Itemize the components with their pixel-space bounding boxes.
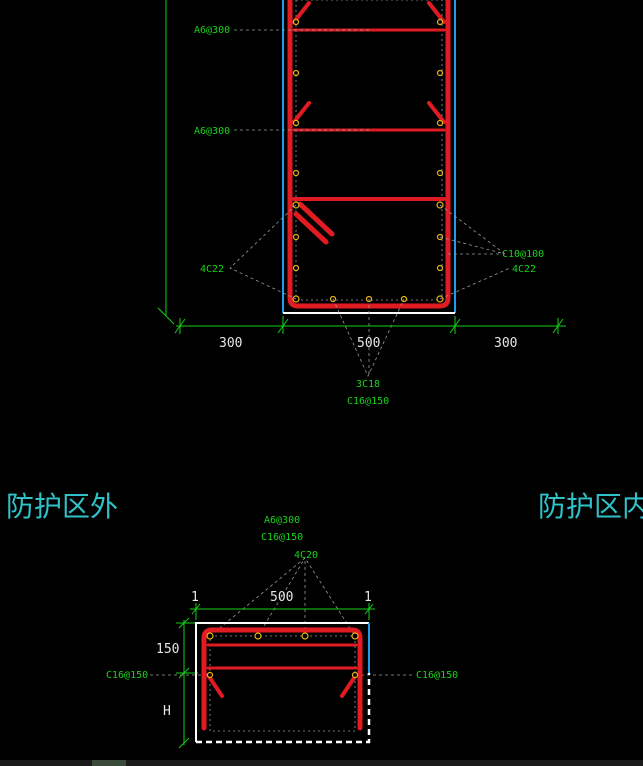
column-main-stirrup — [287, 0, 451, 309]
beam-top-stirrup — [201, 627, 363, 731]
hook — [206, 673, 224, 698]
rebar-dot — [436, 264, 444, 272]
dimension-tick — [364, 603, 374, 615]
dim-left-bottom: H — [163, 704, 171, 719]
lower-beam-section: A6@300 C16@150 4C20 1 500 1 150 H C16@15… — [106, 515, 458, 749]
rebar-dot — [254, 632, 262, 640]
dim-top-left: 1 — [191, 590, 199, 605]
lower-stirrup-label: A6@300 — [264, 515, 300, 526]
anchor-hook — [297, 201, 335, 237]
hook — [427, 1, 446, 24]
rebar-dot — [292, 18, 300, 26]
dim-middle: 500 — [357, 336, 380, 351]
lower-right-label: C16@150 — [416, 670, 458, 681]
side-bars-label-2: 4C22 — [512, 264, 536, 275]
dim-top-right: 1 — [364, 590, 372, 605]
leader-line — [229, 204, 297, 300]
dim-right: 300 — [494, 336, 517, 351]
rebar-dot — [292, 264, 300, 272]
lower-left-label: C16@150 — [106, 670, 148, 681]
rebar-dot — [292, 233, 300, 241]
rebar-dot — [206, 671, 214, 679]
status-bar-icon[interactable] — [92, 760, 126, 766]
beam-longitudinal-bars — [206, 632, 359, 679]
dimension-tick — [277, 318, 289, 334]
rebar-dot — [301, 632, 309, 640]
rebar-dot — [292, 169, 300, 177]
beam-outline — [195, 622, 369, 742]
rebar-dot — [436, 119, 444, 127]
dimension-tick — [178, 667, 190, 679]
dimension-tick — [178, 737, 190, 749]
zone-label-outside: 防护区外 — [6, 490, 118, 523]
corner-bars-label: 4C22 — [200, 264, 224, 275]
rebar-dot — [206, 632, 214, 640]
rebar-dot — [351, 632, 359, 640]
dim-left-top: 150 — [156, 642, 179, 657]
leader-line — [439, 204, 511, 300]
rebar-dot — [436, 18, 444, 26]
dimension-tick — [449, 318, 461, 334]
dim-top-middle: 500 — [270, 590, 293, 605]
dimension-tick — [552, 318, 564, 334]
leader-line — [332, 298, 405, 377]
rebar-dot — [351, 671, 359, 679]
zone-label-inside: 防护区内 — [538, 490, 643, 523]
longitudinal-bars — [292, 18, 444, 303]
cover-line — [209, 635, 356, 732]
dimension-tick — [178, 617, 190, 629]
rebar-dot — [436, 69, 444, 77]
hook — [427, 101, 446, 124]
hook — [340, 673, 358, 698]
upper-column-section: A6@300 A6@300 4C22 C10@100 4C22 3C18 C16… — [157, 0, 566, 407]
hook — [292, 101, 311, 124]
lower-top-stirrup-label: C16@150 — [261, 532, 303, 543]
dimension-tick — [174, 318, 186, 334]
hook — [292, 1, 311, 24]
side-bars-label: C10@100 — [502, 249, 544, 260]
dimension-tick — [191, 603, 201, 615]
status-bar — [0, 760, 643, 766]
anchor-hook — [293, 211, 329, 245]
rebar-dot — [292, 119, 300, 127]
rebar-dot — [436, 169, 444, 177]
bottom-stirrup-label: C16@150 — [347, 396, 389, 407]
rebar-dot — [292, 69, 300, 77]
beam-dashed-edge — [196, 673, 371, 744]
cover-line — [295, 0, 443, 301]
stirrup-label-1: A6@300 — [194, 25, 230, 36]
bottom-bars-label: 3C18 — [356, 379, 380, 390]
horizontal-dimension: 300 500 300 — [174, 316, 566, 351]
dimension-tick — [157, 307, 175, 325]
lower-top-bars-label: 4C20 — [294, 550, 318, 561]
stirrup-label-2: A6@300 — [194, 126, 230, 137]
dim-left: 300 — [219, 336, 242, 351]
